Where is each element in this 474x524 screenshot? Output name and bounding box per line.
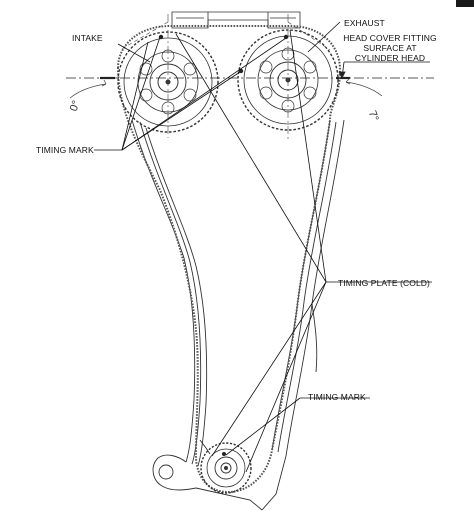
leader-lines <box>94 21 432 473</box>
timing-chain <box>116 25 342 494</box>
timing-mark-left-label: TIMING MARK <box>36 145 94 155</box>
head-cover-label-line1: HEAD COVER FITTING <box>343 33 437 43</box>
head-cover-label: HEAD COVER FITTING SURFACE AT CYLINDER H… <box>338 33 442 63</box>
exhaust-label: EXHAUST <box>344 18 385 28</box>
angle-arcs <box>69 77 383 99</box>
upper-housing-outline <box>171 11 301 29</box>
timing-plate-label: TIMING PLATE (COLD) <box>338 278 430 288</box>
corner-marker <box>456 0 474 7</box>
construction-lines <box>119 14 331 140</box>
timing-mark-bottom-label: TIMING MARK <box>308 392 366 402</box>
head-cover-label-line2: SURFACE AT <box>363 43 417 53</box>
lower-housing <box>152 439 263 511</box>
surface-arrows <box>338 71 346 79</box>
intake-label: INTAKE <box>72 33 103 43</box>
crankshaft-sprocket <box>200 442 252 494</box>
head-cover-label-line3: CYLINDER HEAD <box>354 53 426 63</box>
